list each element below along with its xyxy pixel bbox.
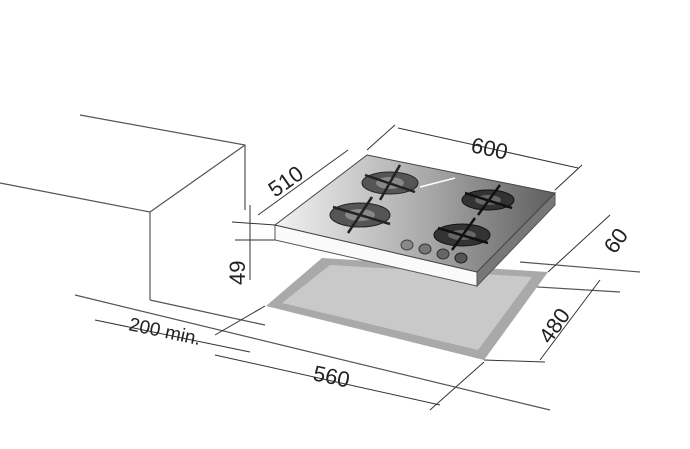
cutout-margin-label: 60 [599, 223, 634, 257]
knob[interactable] [418, 243, 432, 255]
cutout-depth-label: 480 [534, 303, 576, 347]
burner [361, 164, 419, 201]
reflection [419, 177, 456, 188]
burner [461, 184, 515, 216]
wall-clearance-label: 200 min. [127, 314, 203, 350]
height-label: 49 [225, 261, 250, 285]
knob[interactable] [436, 248, 450, 260]
depth-label: 510 [264, 161, 308, 203]
control-knobs [400, 239, 468, 264]
dimension-lines [94, 124, 611, 411]
burner [329, 196, 391, 234]
cutout [266, 258, 548, 360]
burner [433, 217, 491, 251]
cutout-width-label: 560 [311, 360, 352, 392]
hob [273, 154, 557, 288]
knob[interactable] [454, 252, 468, 264]
knob[interactable] [400, 239, 414, 251]
width-label: 600 [469, 132, 510, 164]
